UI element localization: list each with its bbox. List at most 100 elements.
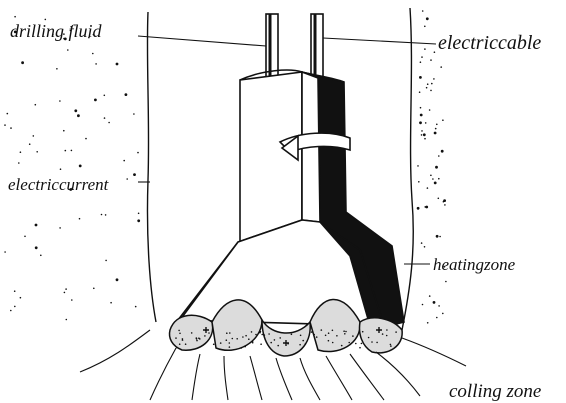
stipple-dot <box>420 114 423 117</box>
stipple-dot <box>438 155 440 157</box>
stipple-dot <box>441 150 444 153</box>
stipple-dot <box>66 319 68 321</box>
stipple-dot <box>419 91 421 93</box>
stipple-dot <box>430 59 432 61</box>
stipple-dot <box>35 224 38 227</box>
stipple-dot <box>14 290 16 292</box>
stipple-dot <box>270 342 272 344</box>
stipple-dot <box>245 335 247 337</box>
stipple-dot <box>59 227 61 229</box>
flow-line <box>326 356 352 400</box>
stipple-dot <box>196 338 198 340</box>
stipple-dot <box>427 83 429 85</box>
stipple-dot <box>418 181 420 183</box>
stipple-dot <box>417 207 420 210</box>
stipple-dot <box>137 219 140 222</box>
stipple-dot <box>244 346 246 348</box>
stipple-dot <box>24 236 26 238</box>
stipple-dot <box>252 342 254 344</box>
stipple-dot <box>236 338 238 340</box>
leader-electric-cable <box>323 38 436 44</box>
stipple-dot <box>45 19 47 21</box>
stipple-dot <box>229 346 231 348</box>
stipple-dot <box>29 143 31 145</box>
stipple-dot <box>436 124 438 126</box>
stipple-dot <box>435 128 437 130</box>
stipple-dot <box>311 331 313 333</box>
stipple-dot <box>21 61 24 64</box>
stipple-dot <box>175 337 177 339</box>
stipple-dot <box>226 339 228 341</box>
stipple-dot <box>204 335 206 337</box>
stipple-dot <box>7 113 9 115</box>
drill-body <box>178 70 404 328</box>
stipple-dot <box>261 334 263 336</box>
stipple-dot <box>248 338 250 340</box>
label-electric-current: electriccurrent <box>8 176 108 193</box>
stipple-dot <box>126 178 128 180</box>
stipple-dot <box>196 340 198 342</box>
stipple-dot <box>277 345 279 347</box>
stipple-dot <box>345 331 347 333</box>
flow-line <box>224 356 228 400</box>
stipple-dot <box>422 304 424 306</box>
stipple-dot <box>341 345 343 347</box>
stipple-dot <box>101 214 103 216</box>
stipple-dot <box>185 343 187 345</box>
stipple-dot <box>435 166 438 169</box>
stipple-dot <box>260 343 262 345</box>
stipple-dot <box>420 61 422 63</box>
stipple-dot <box>433 78 435 80</box>
stipple-dot <box>20 297 22 299</box>
stipple-dot <box>421 130 423 132</box>
stipple-dot <box>105 260 107 262</box>
stipple-dot <box>443 199 446 202</box>
stipple-dot <box>252 341 254 343</box>
stipple-dot <box>386 329 388 331</box>
stipple-dot <box>433 301 436 304</box>
stipple-dot <box>352 335 354 337</box>
stipple-dot <box>427 187 429 189</box>
stipple-dot <box>332 342 334 344</box>
stipple-dot <box>110 302 112 304</box>
stipple-dot <box>138 213 140 215</box>
stipple-dot <box>137 152 139 154</box>
stipple-dot <box>432 178 434 180</box>
stipple-dot <box>419 121 422 124</box>
stipple-dot <box>79 165 82 168</box>
stipple-dot <box>92 53 94 55</box>
stipple-dot <box>4 251 6 253</box>
stipple-dot <box>10 310 12 312</box>
stipple-dot <box>362 331 364 333</box>
stipple-dot <box>251 331 253 333</box>
stipple-dot <box>419 76 422 79</box>
stipple-dot <box>440 66 442 68</box>
stipple-dot <box>93 288 95 290</box>
stipple-dot <box>430 175 432 177</box>
stipple-dot <box>436 317 438 319</box>
stipple-dot <box>328 332 330 334</box>
stipple-dot <box>427 322 429 324</box>
stipple-dot <box>430 90 432 92</box>
label-drilling-fluid: drilling fluid <box>10 22 102 40</box>
stipple-dot <box>116 278 119 281</box>
stipple-dot <box>368 337 370 339</box>
stipple-dot <box>439 236 441 238</box>
stipple-dot <box>421 134 423 136</box>
stipple-dot <box>71 150 73 152</box>
flow-line <box>150 348 176 400</box>
stipple-dot <box>424 48 426 50</box>
cutting-lobe <box>262 320 310 356</box>
stipple-dot <box>302 340 304 342</box>
stipple-dot <box>95 63 97 65</box>
stipple-dot <box>179 343 181 345</box>
stipple-dot <box>390 344 392 346</box>
stipple-dot <box>242 336 244 338</box>
stipple-dot <box>268 333 270 335</box>
stipple-dot <box>65 150 67 152</box>
stipple-dot <box>348 342 350 344</box>
stipple-dot <box>198 337 200 339</box>
stipple-dot <box>20 151 22 153</box>
stipple-dot <box>10 127 12 129</box>
stipple-dot <box>179 333 181 335</box>
